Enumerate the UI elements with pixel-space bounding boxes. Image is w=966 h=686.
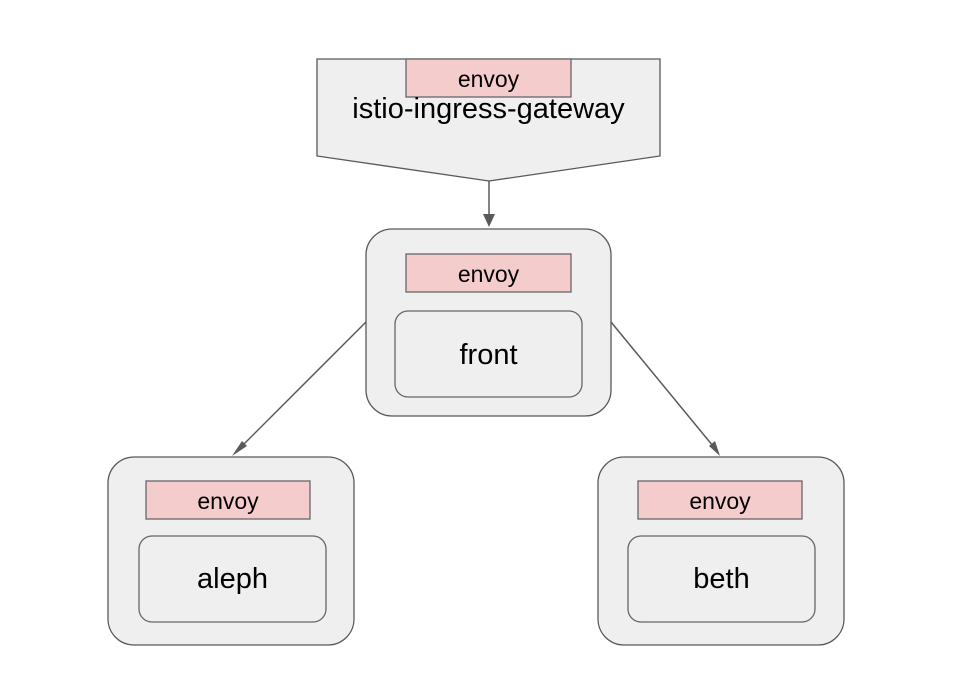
beth-envoy-box [637, 480, 803, 520]
connector-line [610, 321, 714, 447]
gateway-shape [316, 58, 661, 182]
beth-service-box [627, 535, 816, 623]
aleph-service-box [138, 535, 327, 623]
connector-front-to-aleph [232, 321, 367, 456]
connector-front-to-beth [610, 321, 720, 456]
aleph-envoy-box [145, 480, 311, 520]
front-envoy-label: envoy [458, 261, 520, 287]
arrowhead-icon [483, 214, 495, 227]
connector-gateway-to-front [483, 181, 495, 227]
aleph-service-label: aleph [197, 563, 268, 595]
arrowhead-icon [232, 441, 247, 456]
gateway-name-label: istio-ingress-gateway [352, 93, 625, 125]
aleph-envoy-label: envoy [197, 488, 259, 514]
beth-envoy-label: envoy [689, 488, 751, 514]
connector-line [240, 321, 367, 448]
gateway-envoy-box [405, 58, 572, 98]
front-pod: envoy front [365, 228, 612, 417]
arrowhead-icon [709, 441, 720, 456]
front-service-box [394, 310, 583, 398]
beth-service-label: beth [693, 563, 749, 595]
front-service-label: front [459, 339, 517, 371]
aleph-pod: envoy aleph [107, 456, 355, 646]
gateway-envoy-label: envoy [458, 66, 520, 92]
front-envoy-box [405, 253, 572, 293]
beth-pod: envoy beth [597, 456, 845, 646]
gateway-node: envoy istio-ingress-gateway [316, 58, 661, 182]
